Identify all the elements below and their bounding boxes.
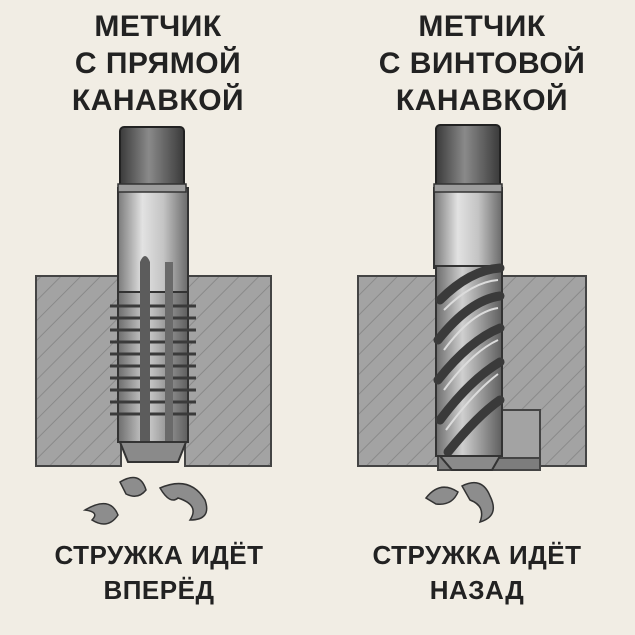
right-tap-spiral-threads (433, 263, 505, 471)
caption-line: ВПЕРЁД (103, 575, 215, 605)
straight-flute-tap-title: МЕТЧИК С ПРЯМОЙ КАНАВКОЙ (28, 8, 288, 119)
caption-line: СТРУЖКА ИДЁТ (54, 540, 264, 570)
title-line: МЕТЧИК (94, 10, 222, 43)
left-tap-threads (110, 256, 196, 463)
chips-backward-caption: СТРУЖКА ИДЁТ НАЗАД (337, 538, 617, 608)
title-line: С ПРЯМОЙ (74, 47, 242, 80)
straight-flute-tap-illustration (35, 126, 272, 525)
spiral-flute-tap-title: МЕТЧИК С ВИНТОВОЙ КАНАВКОЙ (352, 8, 612, 119)
left-tap-shank (117, 126, 189, 293)
title-line: МЕТЧИК (418, 10, 546, 43)
caption-line: НАЗАД (429, 575, 525, 605)
chips-forward-caption: СТРУЖКА ИДЁТ ВПЕРЁД (19, 538, 299, 608)
left-chips (82, 476, 208, 525)
right-tap-shank (433, 124, 503, 269)
right-workpiece (357, 275, 587, 471)
title-line: КАНАВКОЙ (395, 84, 569, 117)
title-line: С ВИНТОВОЙ (378, 47, 586, 80)
title-line: КАНАВКОЙ (71, 84, 245, 117)
left-workpiece (35, 275, 272, 467)
spiral-flute-tap-illustration (357, 124, 587, 524)
right-chips (424, 481, 495, 524)
caption-line: СТРУЖКА ИДЁТ (372, 540, 582, 570)
